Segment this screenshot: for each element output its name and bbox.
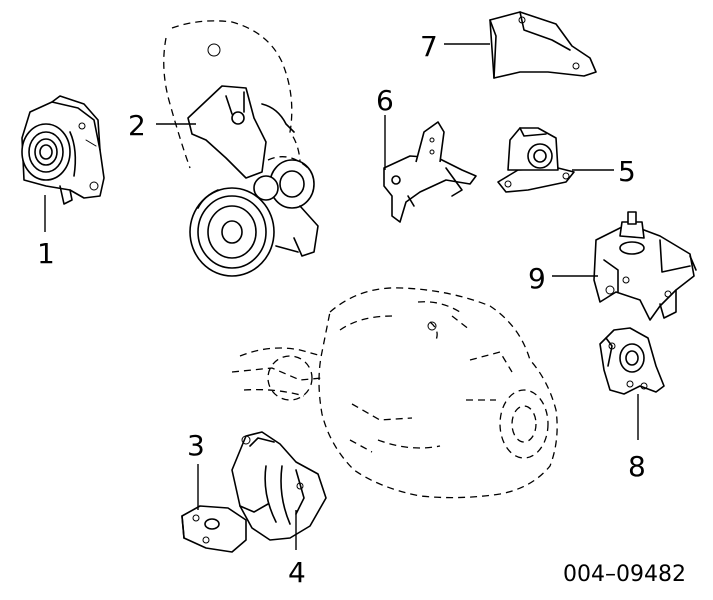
transaxle-icon bbox=[231, 287, 558, 499]
bracket-7-icon bbox=[489, 11, 597, 79]
callout-4: 4 bbox=[288, 556, 306, 589]
callout-8: 8 bbox=[628, 450, 646, 483]
callout-6: 6 bbox=[376, 84, 394, 117]
callout-1: 1 bbox=[37, 237, 55, 270]
mount-8-icon bbox=[599, 327, 665, 395]
engine-front-cover-icon bbox=[163, 20, 319, 277]
mount-1-icon bbox=[21, 95, 105, 205]
mount-3-icon bbox=[181, 505, 247, 553]
callout-5: 5 bbox=[618, 155, 636, 188]
callout-2: 2 bbox=[128, 109, 146, 142]
callout-3: 3 bbox=[187, 429, 205, 462]
callout-9: 9 bbox=[528, 262, 546, 295]
mount-bracket-4-icon bbox=[231, 431, 327, 541]
bracket-6-icon bbox=[383, 121, 477, 223]
mount-bracket-9-icon bbox=[593, 211, 697, 321]
figure-code: 004–09482 bbox=[563, 562, 686, 587]
callout-7: 7 bbox=[420, 30, 438, 63]
mount-5-icon bbox=[497, 127, 575, 193]
